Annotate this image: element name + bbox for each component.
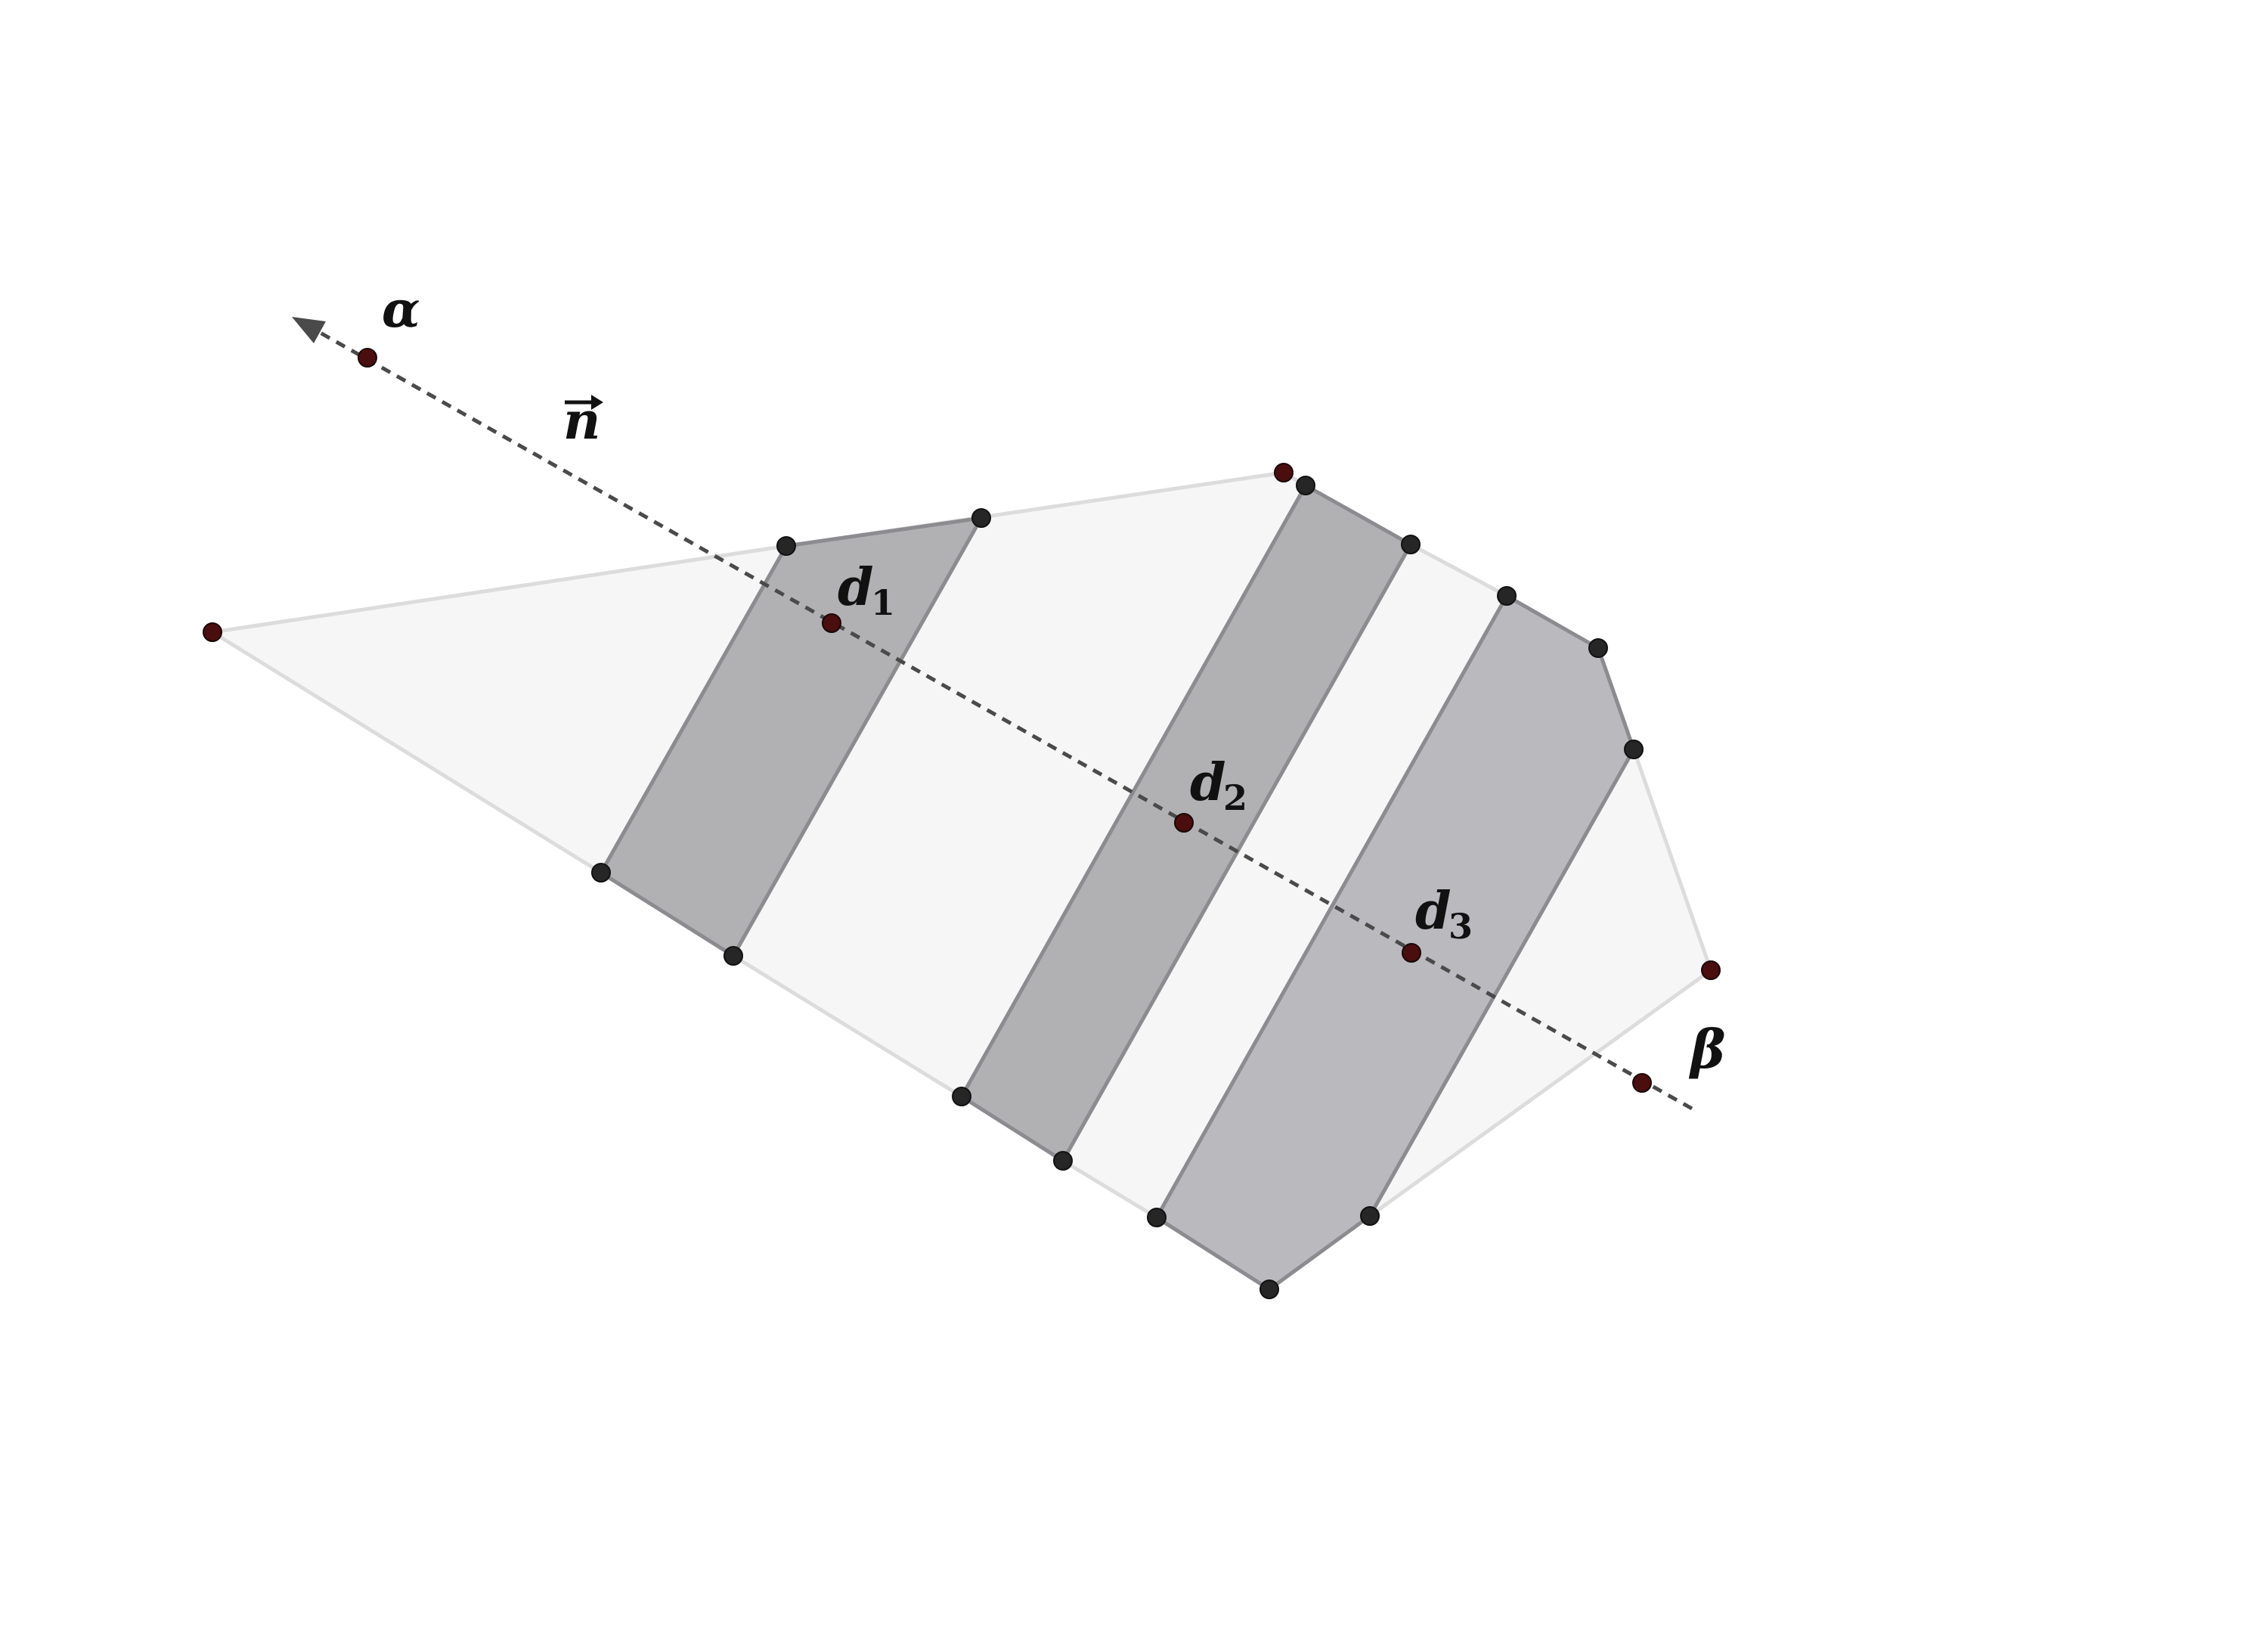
slab-vertex (591, 863, 611, 882)
d2-point (1174, 813, 1194, 833)
d3-label-sub: 3 (1448, 906, 1473, 947)
slab-vertex (1053, 1151, 1073, 1171)
normal-arrow-head (292, 317, 326, 343)
vector-arrow-tip (591, 395, 603, 410)
d3-point (1402, 943, 1421, 963)
d3-label-main: d (1415, 881, 1452, 941)
slab-vertex (971, 508, 991, 528)
slab-vertex (776, 536, 796, 556)
d1-point (822, 613, 841, 633)
d1-label: d 1 (838, 557, 895, 623)
hull-vertex (1274, 463, 1294, 482)
alpha-label: α (382, 280, 420, 339)
d2-label-sub: 2 (1223, 777, 1247, 818)
d3-label: d 3 (1415, 881, 1473, 947)
hull-vertex (203, 622, 222, 642)
d1-label-main: d (838, 557, 874, 618)
normal-vector-label: n (563, 391, 603, 451)
slab-vertex (1296, 476, 1315, 495)
alpha-point (358, 348, 377, 368)
hull-vertex (1701, 960, 1721, 980)
normal-axis (316, 329, 1693, 1111)
d2-label: d 2 (1190, 752, 1247, 818)
slab-vertex (1147, 1208, 1167, 1227)
beta-point (1632, 1073, 1652, 1093)
beta-label: β (1688, 1018, 1725, 1081)
slab-vertex (723, 946, 743, 966)
slab-vertex (1588, 638, 1608, 658)
slab-vertex (1259, 1280, 1279, 1299)
slab-vertex (1401, 535, 1421, 554)
d2-label-main: d (1190, 752, 1226, 813)
slab-vertex (952, 1087, 971, 1106)
slab-vertex (1360, 1206, 1380, 1226)
slab-vertex (1497, 586, 1517, 606)
d1-label-sub: 1 (871, 582, 895, 623)
slab-vertex (1624, 740, 1644, 759)
